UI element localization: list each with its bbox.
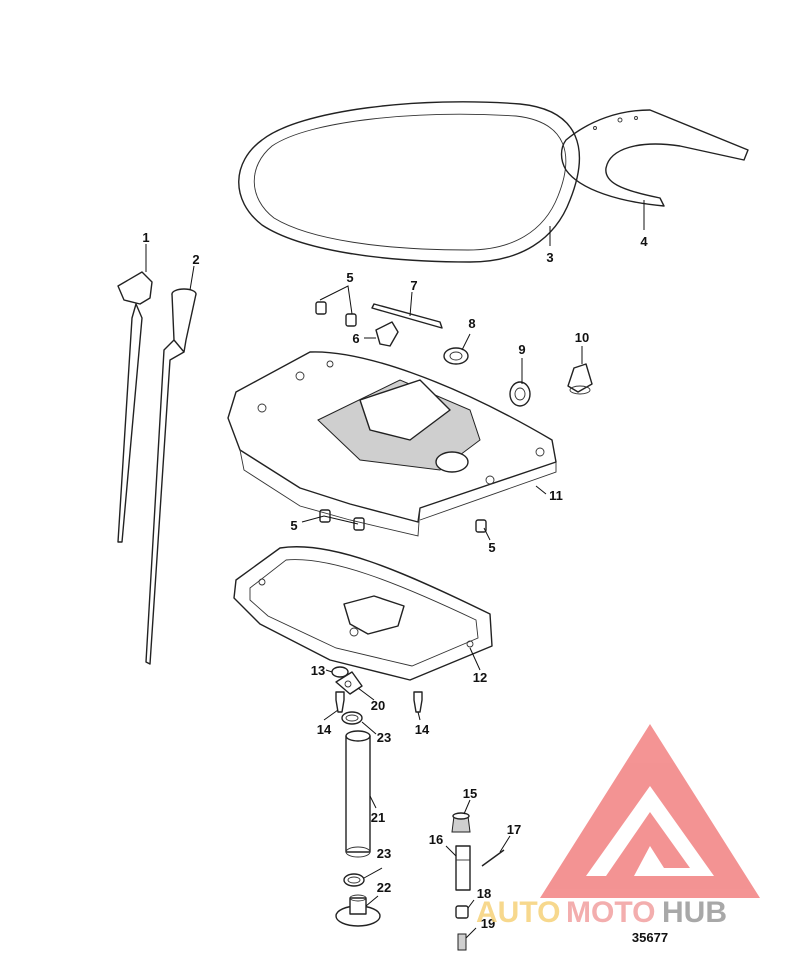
part-20-bracket	[335, 671, 363, 695]
callout-5: 5	[290, 518, 297, 533]
part-6-fitting	[375, 321, 399, 347]
callout-13: 13	[311, 663, 325, 678]
callout-23: 23	[377, 730, 391, 745]
watermark-text: AUTO MOTO HUB	[476, 896, 727, 929]
callout-12: 12	[473, 670, 487, 685]
part-9-grommet	[509, 381, 531, 407]
callout-8: 8	[468, 316, 475, 331]
part-14-screw	[335, 691, 423, 713]
callout-2: 2	[192, 252, 199, 267]
callout-7: 7	[410, 278, 417, 293]
callout-6: 6	[352, 331, 359, 346]
part-5-pin	[315, 301, 487, 533]
callout-19: 19	[481, 916, 495, 931]
part-23-seal	[341, 711, 365, 887]
callout-16: 16	[429, 832, 443, 847]
callout-14: 14	[317, 722, 332, 737]
callout-20: 20	[371, 698, 385, 713]
callout-1: 1	[142, 230, 149, 245]
callout-5: 5	[346, 270, 353, 285]
callout-21: 21	[371, 810, 385, 825]
part-22-flange	[335, 894, 381, 927]
callout-17: 17	[507, 822, 521, 837]
callout-15: 15	[463, 786, 477, 801]
part-18-bushing	[455, 905, 469, 919]
part-16-shaft	[455, 845, 471, 891]
part-2-dipstick-tube	[145, 288, 197, 665]
part-12-gasket	[233, 546, 493, 681]
part-3-seal	[238, 101, 581, 263]
callout-18: 18	[477, 886, 491, 901]
watermark-moto: MOTO	[566, 896, 655, 929]
part-21-tube	[345, 730, 371, 858]
part-10-grommet	[567, 363, 593, 395]
callout-10: 10	[575, 330, 589, 345]
callout-11: 11	[549, 488, 563, 503]
part-1-dipstick	[117, 271, 153, 543]
leader-lines	[145, 200, 645, 939]
callout-14: 14	[415, 722, 430, 737]
part-17-pin	[481, 849, 505, 867]
callout-3: 3	[546, 250, 553, 265]
callout-23: 23	[377, 846, 391, 861]
watermark-auto: AUTO	[476, 896, 560, 929]
watermark-hub: HUB	[662, 896, 727, 929]
callout-labels: 1 2 3 4 5 5 5 6 7 8 9 10 11 12 13 14 14 …	[142, 230, 668, 945]
part-8-seal	[443, 347, 469, 365]
watermark-logo-icon	[540, 724, 760, 898]
part-19-set-screw	[457, 933, 467, 951]
part-7-bolt	[371, 303, 443, 329]
callout-5: 5	[488, 540, 495, 555]
part-15-bushing	[451, 812, 471, 833]
figure-number: 35677	[632, 930, 668, 945]
callout-22: 22	[377, 880, 391, 895]
part-11-adaptor-plate	[227, 351, 557, 537]
callout-9: 9	[518, 342, 525, 357]
part-4-gasket	[560, 109, 749, 207]
callout-4: 4	[640, 234, 648, 249]
